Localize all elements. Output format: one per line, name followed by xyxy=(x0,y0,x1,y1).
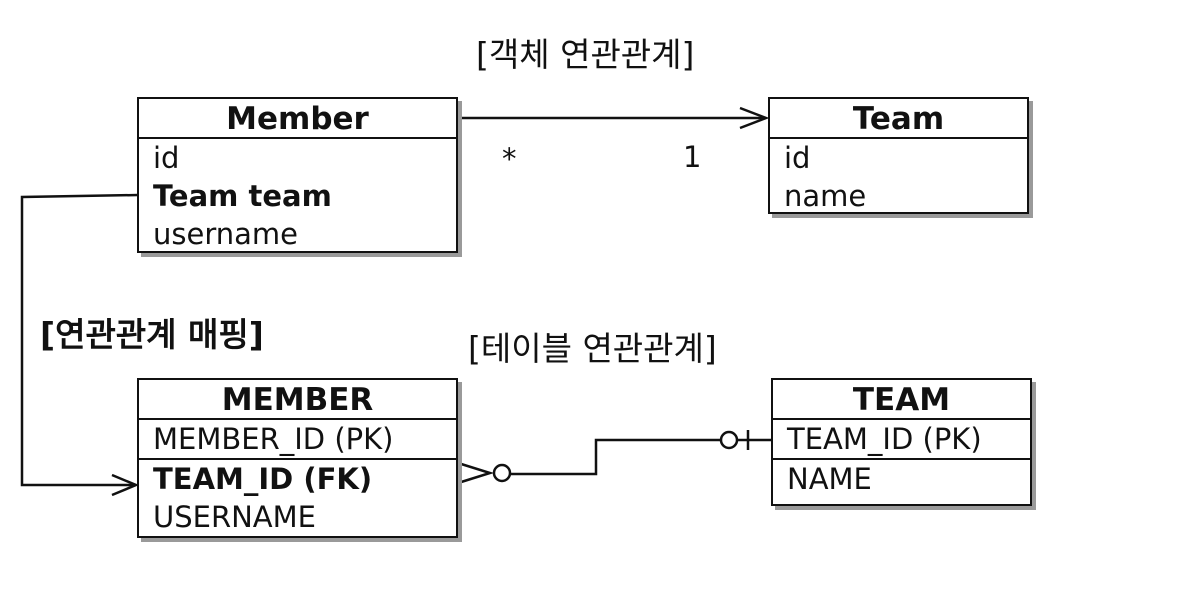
team-field-id: id xyxy=(784,141,811,175)
member-class-title: Member xyxy=(139,99,456,139)
object-relation-heading: [객체 연관관계] xyxy=(476,35,695,74)
member-field-id: id xyxy=(153,141,180,175)
team-column-name: NAME xyxy=(787,462,872,496)
member-field-username: username xyxy=(153,217,298,251)
multiplicity-team-side: 1 xyxy=(683,140,702,174)
mapping-arrow xyxy=(20,193,140,497)
member-column-username: USERNAME xyxy=(153,500,316,534)
mapping-heading: [연관관계 매핑] xyxy=(40,315,264,354)
erd-relationship-line xyxy=(457,430,771,485)
team-table-box: TEAM TEAM_ID (PK) NAME xyxy=(771,378,1032,506)
team-field-name: name xyxy=(784,179,867,213)
member-field-team: Team team xyxy=(153,179,332,213)
member-column-member-id: MEMBER_ID (PK) xyxy=(139,420,456,460)
member-class-box: Member id Team team username xyxy=(137,97,458,253)
multiplicity-member-side: * xyxy=(502,142,517,176)
team-class-title: Team xyxy=(770,99,1027,139)
member-table-box: MEMBER MEMBER_ID (PK) TEAM_ID (FK) USERN… xyxy=(137,378,458,538)
member-team-association-arrow xyxy=(458,106,770,130)
member-column-team-id: TEAM_ID (FK) xyxy=(153,462,373,496)
team-column-team-id: TEAM_ID (PK) xyxy=(773,420,1030,460)
table-relation-heading: [테이블 연관관계] xyxy=(468,329,717,368)
member-table-title: MEMBER xyxy=(139,380,456,420)
team-class-box: Team id name xyxy=(768,97,1029,214)
team-table-title: TEAM xyxy=(773,380,1030,420)
